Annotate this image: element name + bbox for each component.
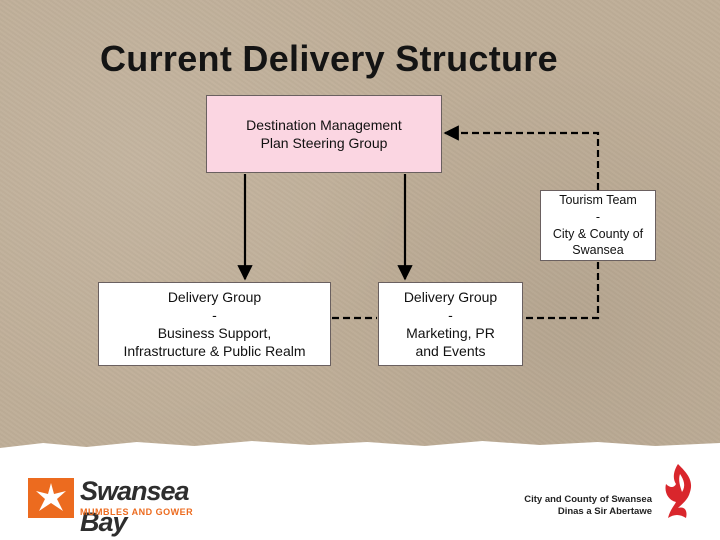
delivery-group-marketing-line-3: Marketing, PR [406, 325, 495, 341]
steering-group-line-2: Plan Steering Group [260, 135, 388, 151]
delivery-group-business-line-4: Infrastructure & Public Realm [123, 343, 306, 360]
tourism-team-line-4: Swansea [572, 243, 624, 258]
tourism-team-line-1: Tourism Team [559, 192, 637, 207]
dashed-link-tourism-to-right-group [524, 262, 600, 320]
footer-torn-paper [0, 441, 720, 540]
delivery-group-marketing-line-2: - [448, 306, 453, 323]
delivery-group-business-box: Delivery Group - Business Support, Infra… [98, 282, 331, 366]
council-name-welsh: Dinas a Sir Abertawe [557, 505, 652, 517]
delivery-group-marketing-line-4: and Events [415, 343, 486, 360]
steering-group-box: Destination Management Plan Steering Gro… [206, 95, 442, 173]
dashed-link-tourism-to-steering [443, 125, 600, 190]
council-name-english: City and County of Swansea [524, 494, 652, 505]
swansea-bay-logo: Swansea Bay MUMBLES AND GOWER [28, 476, 218, 537]
delivery-group-marketing-box: Delivery Group - Marketing, PR and Event… [378, 282, 523, 366]
council-logo-text: City and County of Swansea Dinas a Sir A… [518, 494, 652, 518]
delivery-group-business-line-1: Delivery Group [167, 288, 262, 305]
delivery-group-business-line-2: - [212, 306, 217, 323]
dragon-icon [665, 464, 692, 518]
swansea-bay-subtitle: MUMBLES AND GOWER [80, 507, 194, 517]
tourism-team-box: Tourism Team - City & County of Swansea [540, 190, 656, 261]
swansea-bay-wordmark: Swansea Bay [80, 476, 190, 537]
delivery-group-marketing-line-1: Delivery Group [403, 288, 498, 305]
tourism-team-line-3: City & County of [552, 226, 644, 241]
tourism-team-line-2: - [595, 209, 601, 224]
delivery-group-business-line-3: Business Support, [157, 325, 272, 341]
starfish-icon [28, 478, 74, 518]
slide-title: Current Delivery Structure [100, 38, 558, 79]
steering-group-line-1: Destination Management [246, 116, 402, 133]
